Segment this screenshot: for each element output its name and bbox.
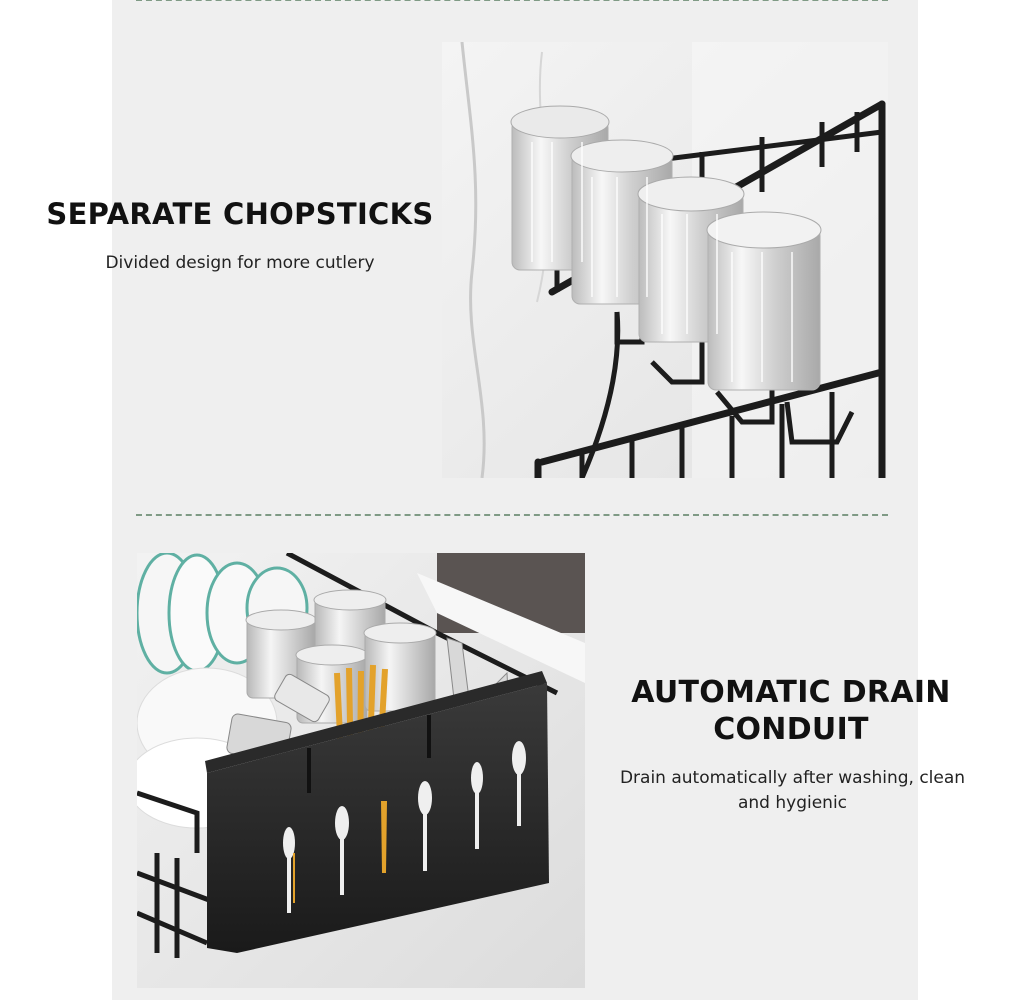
- section2-title-line2: CONDUIT: [713, 712, 869, 747]
- top-divider: [136, 0, 888, 1]
- section2-subtitle-line2: and hygienic: [737, 793, 848, 813]
- cutlery-basket: [205, 671, 549, 953]
- section1-subtitle: Divided design for more cutlery: [105, 253, 375, 273]
- section2-subtitle-line1: Drain automatically after washing, clean: [619, 768, 966, 788]
- section1-title: SEPARATE CHOPSTICKS: [46, 197, 434, 231]
- section2-subtitle: Drain automatically after washing, clean…: [595, 766, 990, 816]
- glass-cups: [510, 105, 822, 391]
- section2-title-line1: AUTOMATIC DRAIN: [631, 675, 951, 710]
- dish-rack-photo: [137, 553, 585, 988]
- cup-holder-photo: [442, 42, 888, 478]
- section2-title: AUTOMATIC DRAIN CONDUIT: [612, 674, 970, 748]
- middle-divider: [136, 514, 888, 516]
